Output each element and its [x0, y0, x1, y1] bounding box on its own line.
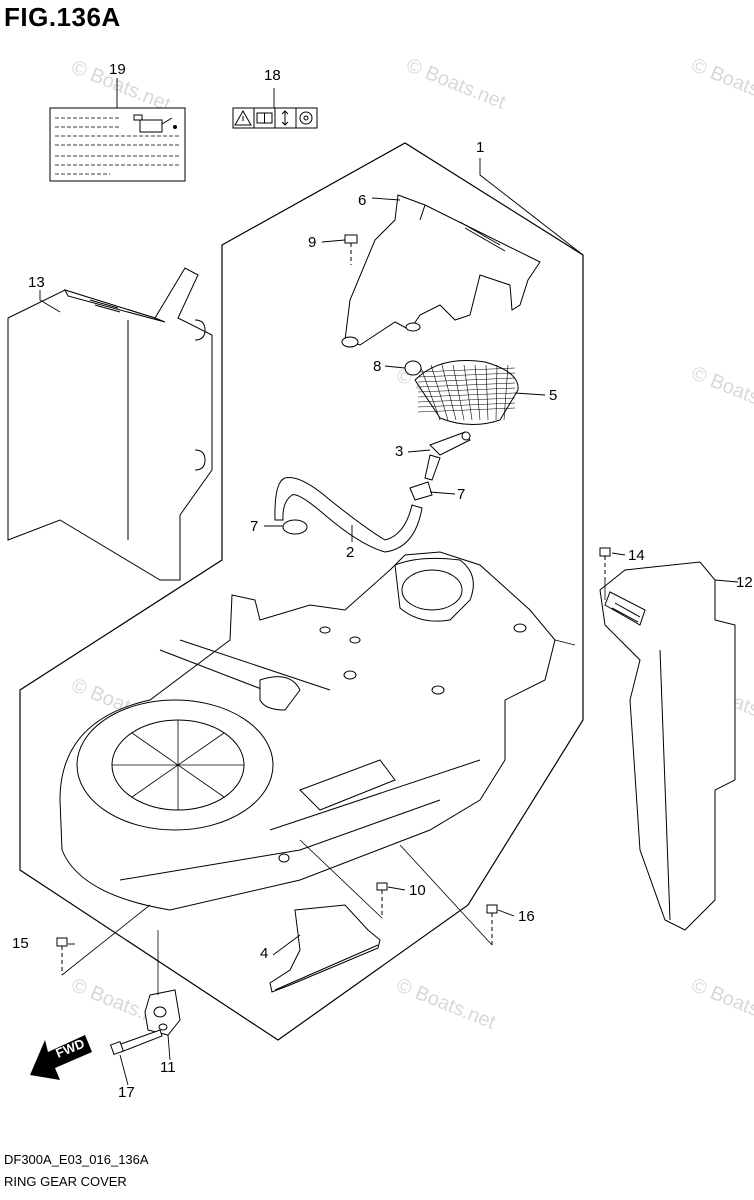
callout-12: 12 — [736, 574, 753, 591]
callout-6: 6 — [358, 192, 366, 209]
mesh-line — [503, 364, 509, 421]
diagram-name: RING GEAR COVER — [4, 1174, 127, 1189]
mesh-line — [463, 364, 473, 421]
mesh-line — [417, 407, 516, 413]
callout-17: 17 — [118, 1084, 135, 1101]
watermark-text: © Boats.net — [688, 974, 754, 1034]
mesh-line — [417, 377, 516, 383]
part-11-bracket — [144, 989, 181, 1036]
part-19-label-sticker — [49, 107, 186, 182]
callout-9: 9 — [308, 234, 316, 251]
callout-11: 11 — [160, 1059, 176, 1076]
part-16-bolt — [486, 904, 498, 945]
mesh-line — [417, 387, 516, 393]
watermark-text: © Boats.net — [403, 54, 509, 114]
part-18-icon-strip — [232, 107, 318, 129]
mesh-line — [417, 392, 516, 398]
part-14-bolt — [599, 547, 611, 580]
callout-19: 19 — [109, 61, 126, 78]
part-7-clamp-lower — [282, 519, 308, 535]
part-3-connector — [424, 431, 471, 481]
mesh-line — [485, 364, 489, 421]
callout-1: 1 — [476, 139, 484, 156]
part-9-bolt — [344, 234, 358, 265]
assembly-outline — [19, 142, 584, 1041]
mesh-line — [419, 364, 441, 421]
part-12-side-cover-right — [599, 561, 736, 931]
assembly-guide-lines — [61, 580, 606, 995]
part-15-bolt — [56, 937, 68, 975]
callout-13: 13 — [28, 274, 45, 291]
part-13-side-cover-left — [7, 267, 213, 581]
mesh-line — [417, 397, 516, 403]
engine-icon — [299, 111, 313, 125]
mesh-line — [417, 367, 516, 373]
diagram-code: DF300A_E03_016_136A — [4, 1152, 149, 1167]
callout-15: 15 — [12, 935, 29, 952]
callout-2: 2 — [346, 544, 354, 561]
mesh-line — [417, 372, 516, 378]
ring-gear-cover-body — [59, 551, 556, 911]
leader-lines — [39, 78, 739, 1086]
callout-8: 8 — [373, 358, 381, 375]
watermark-text: © Boats.net — [688, 362, 754, 422]
mesh-line — [495, 364, 498, 421]
callout-10: 10 — [409, 882, 426, 899]
callout-5: 5 — [549, 387, 557, 404]
warning-icon — [234, 109, 252, 126]
figure-title: FIG.136A — [4, 2, 121, 32]
part-6-upper-cover — [341, 194, 541, 348]
callout-7: 7 — [250, 518, 258, 535]
mesh-line — [441, 364, 457, 421]
mesh-line — [474, 364, 481, 421]
fwd-arrow-icon: FWD — [30, 1035, 92, 1080]
part-4-lower-bracket — [269, 904, 381, 993]
part-7-clamp-upper — [409, 481, 433, 501]
callout-14: 14 — [628, 547, 645, 564]
part-2-hose — [274, 476, 423, 553]
callout-4: 4 — [260, 945, 268, 962]
oil-can-icon — [133, 114, 177, 133]
part-8-grommet — [404, 360, 422, 376]
callout-18: 18 — [264, 67, 281, 84]
watermark-text: © Boats.net — [393, 974, 499, 1034]
part-5-mesh-filter — [414, 359, 519, 425]
part-10-bolt — [376, 882, 388, 918]
updown-icon — [281, 110, 289, 126]
watermark-text: © Boats.net — [688, 54, 754, 114]
manual-icon — [256, 112, 273, 124]
callout-3: 3 — [395, 443, 403, 460]
mesh-line — [417, 402, 516, 408]
callout-16: 16 — [518, 908, 535, 925]
part-17-bolt — [109, 1029, 163, 1056]
mesh-line — [417, 382, 516, 388]
mesh-line — [452, 364, 465, 421]
callout-7: 7 — [457, 486, 465, 503]
